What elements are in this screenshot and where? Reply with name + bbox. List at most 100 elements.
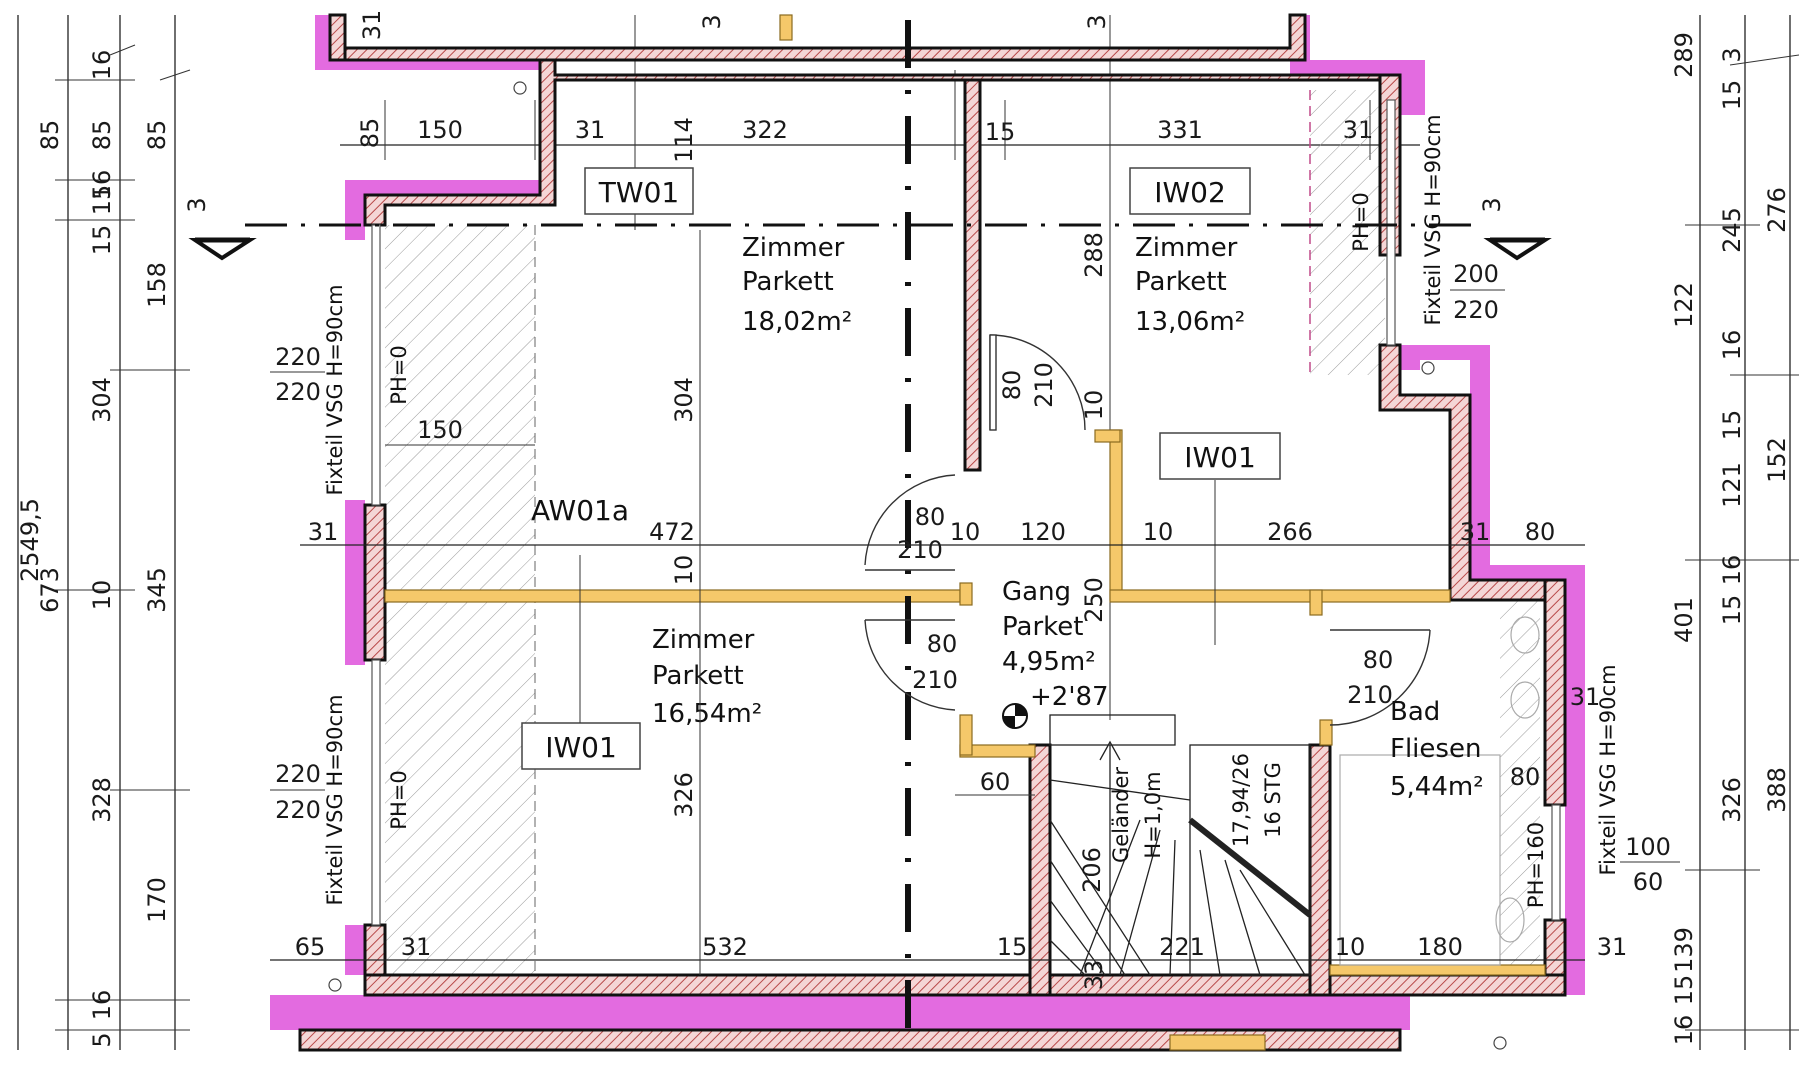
right-dimension-chains: 289 15 3 276 245 122 16 15 121 152 15 16…: [1670, 15, 1799, 1050]
right-dim-15c: 15: [1718, 595, 1746, 626]
window-label-3: Fixteil VSG H=90cm: [1421, 114, 1445, 325]
room-3-name: Zimmer: [652, 625, 755, 655]
inner-dim-10b: 10: [950, 518, 981, 546]
right-dim-401: 401: [1670, 597, 1698, 643]
windows: [371, 99, 1561, 926]
room-1-name: Zimmer: [742, 233, 845, 263]
inner-dim-15: 15: [997, 933, 1028, 961]
room-3-floor: Parkett: [652, 661, 744, 691]
left-dim-mid-5: 5: [88, 1032, 116, 1047]
left-dim-outer-85: 85: [36, 120, 64, 151]
doors: [864, 334, 1431, 726]
window-size-2b: 220: [275, 796, 321, 824]
window-size-3b: 220: [1453, 296, 1499, 324]
left-dim-inner-345: 345: [143, 567, 171, 613]
right-dim-139: 139: [1670, 927, 1698, 973]
inner-dim-150: 150: [417, 416, 463, 444]
right-dim-3: 3: [1718, 47, 1746, 62]
top-dim-114: 114: [670, 117, 698, 163]
parapet-label-4: PH=160: [1524, 822, 1548, 908]
top-dim-85: 85: [356, 118, 384, 149]
marker-dots: [328, 81, 1507, 1050]
top-small-3b: 3: [1083, 14, 1111, 29]
room-4-floor: Parket: [1002, 612, 1083, 642]
right-dim-326: 326: [1718, 777, 1746, 823]
inner-dim-10c: 10: [1143, 518, 1174, 546]
room-5-name: Bad: [1390, 697, 1440, 727]
inner-dim-266: 266: [1267, 518, 1313, 546]
left-dim-rotated-partial: 2549,5: [16, 498, 44, 582]
top-small-31: 31: [358, 10, 386, 41]
room-2-name: Zimmer: [1135, 233, 1238, 263]
right-dim-245: 245: [1718, 207, 1746, 253]
room-5-floor: Fliesen: [1390, 734, 1481, 764]
right-dim-16c: 16: [1670, 1015, 1698, 1046]
tag-box-iw02: [1129, 167, 1251, 215]
window-label-4: Fixteil VSG H=90cm: [1596, 664, 1620, 875]
room-2-area: 13,06m²: [1135, 307, 1245, 337]
inner-dim-10d: 10: [1080, 390, 1108, 421]
door-size-1b: 210: [1030, 362, 1058, 408]
inner-walls: [384, 14, 1546, 1051]
inner-dim-31b: 31: [1460, 518, 1491, 546]
inner-dim-80b: 80: [1510, 763, 1541, 791]
room-1-area: 18,02m²: [742, 307, 852, 337]
tag-iw02: IW02: [1154, 176, 1226, 209]
window-label-2: Fixteil VSG H=90cm: [323, 694, 347, 905]
left-dimension-chains: 2549,5 85 673 85 15 304 10 328 5 16 15 8…: [16, 15, 191, 1050]
tag-box-iw01-bottom: [521, 722, 641, 770]
inner-dim-60: 60: [980, 768, 1011, 796]
right-dim-16a: 16: [1718, 330, 1746, 361]
door-size-4a: 80: [1363, 646, 1394, 674]
left-dim-inner-170: 170: [143, 877, 171, 923]
top-dim-31: 31: [575, 116, 606, 144]
inner-dim-10e: 10: [1335, 933, 1366, 961]
room-1-floor: Parkett: [742, 267, 834, 297]
left-dim-inner-158: 158: [143, 262, 171, 308]
room-2-floor: Parkett: [1135, 267, 1227, 297]
window-size-4b: 60: [1633, 868, 1664, 896]
left-dim-inner-16: 16: [88, 170, 116, 201]
door-size-3a: 80: [927, 630, 958, 658]
stair-rise-run: 17,94/26: [1229, 753, 1253, 847]
left-dim-mid-10: 10: [88, 580, 116, 611]
door-size-3b: 210: [912, 666, 958, 694]
inner-dim-31d: 31: [401, 933, 432, 961]
right-dim-16b: 16: [1718, 555, 1746, 586]
top-dim-15: 15: [985, 118, 1016, 146]
top-dim-150: 150: [417, 116, 463, 144]
inner-dim-31e: 31: [1570, 683, 1601, 711]
section-mark-left: 3: [183, 197, 211, 212]
inner-dim-65: 65: [295, 933, 326, 961]
inner-dim-250: 250: [1080, 577, 1108, 623]
top-small-3a: 3: [698, 14, 726, 29]
inner-dim-180: 180: [1417, 933, 1463, 961]
right-dim-15a: 15: [1718, 80, 1746, 111]
bath-fixtures: [1339, 616, 1540, 966]
right-dim-15b: 15: [1718, 410, 1746, 441]
inner-dim-31c: 31: [1597, 933, 1628, 961]
left-dim-outer-15b: 15: [88, 185, 116, 216]
inner-dim-472: 472: [649, 518, 695, 546]
parapet-label-2: PH=0: [387, 770, 411, 829]
inner-dim-10a: 10: [670, 555, 698, 586]
door-size-1a: 80: [998, 370, 1026, 401]
inner-dim-304: 304: [670, 377, 698, 423]
window-size-4a: 100: [1625, 833, 1671, 861]
tag-aw01a: AW01a: [531, 494, 629, 527]
left-dim-mid-85: 85: [88, 120, 116, 151]
left-dim-inner-85: 85: [143, 120, 171, 151]
parapet-label-1: PH=0: [387, 345, 411, 404]
left-dim-outer-16: 16: [88, 50, 116, 81]
right-dim-289: 289: [1670, 32, 1698, 78]
stair-railing: Geländer: [1109, 767, 1133, 863]
inner-dim-31: 31: [308, 518, 339, 546]
inner-dim-221: 221: [1159, 933, 1205, 961]
inner-dim-206: 206: [1078, 847, 1106, 893]
left-dim-outer-673: 673: [36, 567, 64, 613]
window-size-3a: 200: [1453, 260, 1499, 288]
window-size-1b: 220: [275, 378, 321, 406]
inner-dim-326: 326: [670, 772, 698, 818]
parapet-label-3: PH=0: [1349, 192, 1373, 251]
left-dim-mid-328: 328: [88, 777, 116, 823]
